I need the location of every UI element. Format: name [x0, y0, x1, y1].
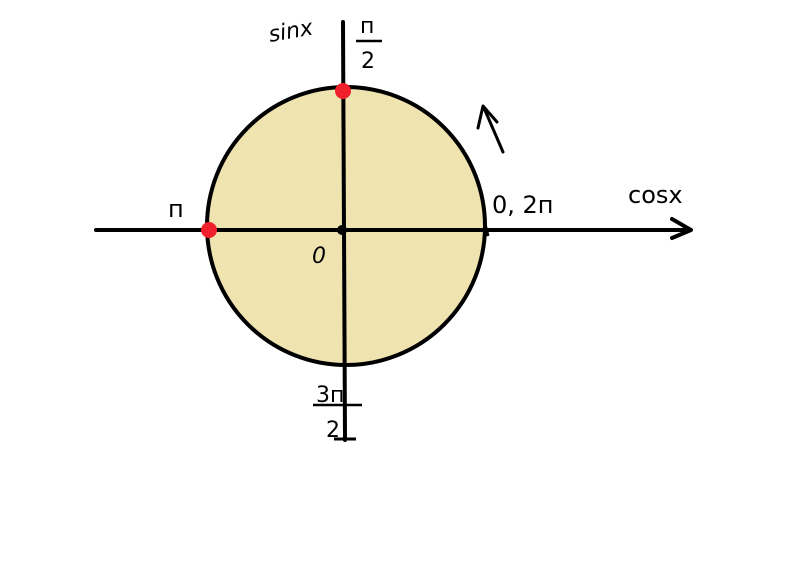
label-bottom-denominator: 2: [326, 418, 340, 443]
x-axis-label: cosx: [628, 181, 683, 209]
y-axis-label: sinx: [267, 15, 316, 48]
label-top-denominator: 2: [361, 49, 375, 74]
tick-zero: [483, 223, 490, 237]
label-right: 0, 2п: [492, 191, 554, 219]
label-origin: 0: [312, 244, 326, 269]
x-axis-arrowhead: [670, 217, 693, 240]
point-pi-over-2: [335, 83, 351, 99]
origin-point: [337, 225, 347, 235]
direction-arrow: [482, 106, 505, 154]
point-pi: [201, 222, 217, 238]
direction-arrowhead: [476, 104, 499, 130]
label-top-numerator: п: [360, 14, 374, 39]
label-left: п: [168, 195, 184, 223]
